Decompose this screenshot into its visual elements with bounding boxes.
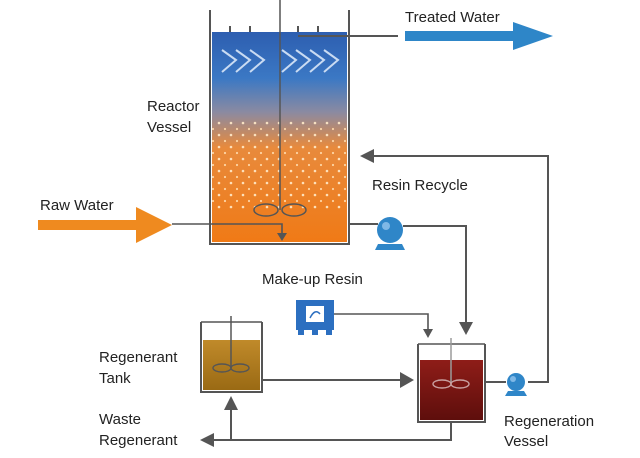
- label-makeup-resin: Make-up Resin: [262, 271, 363, 288]
- pump-icon: [377, 217, 403, 243]
- reactor-wall: [209, 10, 350, 245]
- label-reactor-vessel: Vessel: [147, 119, 192, 136]
- regenerant-tank: [200, 316, 263, 393]
- label-regeneration-vessel: Vessel: [504, 433, 549, 450]
- regeneration-vessel: [417, 338, 486, 423]
- resin-recycle-pump: [375, 217, 405, 250]
- reactor-vessel: [209, 0, 398, 245]
- pump-icon: [507, 373, 525, 391]
- reactor-to-regeneration-line: [403, 225, 467, 325]
- label-treated-water: Treated Water: [405, 9, 500, 26]
- label-regeneration: Regeneration: [504, 413, 595, 430]
- raw-water-arrow: [38, 207, 172, 243]
- makeup-resin-line: [334, 313, 429, 332]
- makeup-resin-box-icon: [296, 300, 334, 335]
- label-raw-water: Raw Water: [40, 197, 114, 214]
- label-waste: Waste: [99, 411, 141, 428]
- label-regenerant-tank: Tank: [99, 370, 131, 387]
- treated-water-arrow: [405, 22, 553, 50]
- label-waste-regenerant: Regenerant: [99, 432, 178, 449]
- regeneration-pump: [505, 373, 527, 396]
- label-regenerant: Regenerant: [99, 349, 178, 366]
- mixer-icon: [253, 203, 307, 217]
- reactor-settler-chevrons: [221, 49, 340, 73]
- regenerant-return-arrow: [224, 396, 238, 410]
- waste-regenerant-line: [212, 422, 452, 441]
- label-resin-recycle: Resin Recycle: [372, 177, 468, 194]
- label-reactor: Reactor: [147, 98, 200, 115]
- resin-recycle-return-line: [372, 155, 549, 383]
